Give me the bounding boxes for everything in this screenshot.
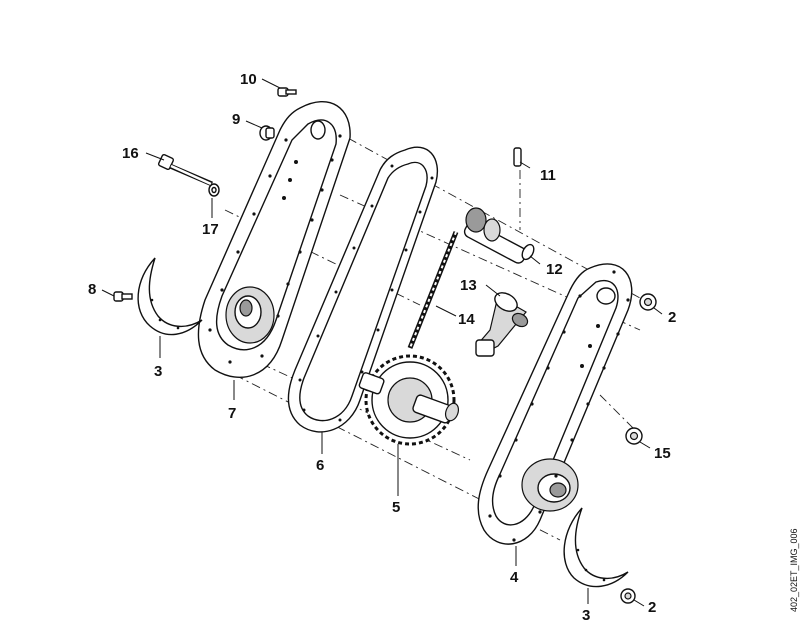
callout-10: 10 — [240, 71, 257, 88]
callout-2-bottom: 2 — [648, 599, 656, 616]
callout-17: 17 — [202, 221, 219, 238]
callout-2-top: 2 — [668, 309, 676, 326]
crescent-guard-left — [137, 257, 203, 336]
callout-12: 12 — [546, 261, 563, 278]
callout-8: 8 — [88, 281, 96, 298]
screw-10 — [277, 87, 297, 97]
chain-case-cover-left — [197, 101, 351, 379]
callout-9: 9 — [232, 111, 240, 128]
callout-3-left: 3 — [154, 363, 162, 380]
tensioner-arm — [475, 292, 529, 357]
chain-case-housing-right — [477, 263, 633, 545]
drive-chain — [407, 231, 459, 349]
nut-2-top — [639, 293, 657, 311]
callout-13: 13 — [460, 277, 477, 294]
image-code-label: 402_02ET_IMG_006 — [789, 528, 799, 612]
hardware — [113, 87, 657, 604]
nut-9 — [259, 125, 275, 141]
callout-7: 7 — [228, 405, 236, 422]
callout-4: 4 — [510, 569, 519, 586]
callout-labels: 10 9 16 17 8 3 7 6 11 12 13 14 2 5 15 4 … — [88, 71, 676, 624]
chain-case-gasket — [287, 146, 438, 433]
washer-17 — [208, 183, 220, 197]
callout-15: 15 — [654, 445, 671, 462]
callout-5: 5 — [392, 499, 400, 516]
sprocket-shaft — [358, 354, 460, 446]
callout-11: 11 — [540, 167, 556, 184]
callout-3-right: 3 — [582, 607, 590, 624]
screw-8 — [113, 291, 133, 302]
nut-15 — [625, 427, 643, 445]
crescent-guard-right — [563, 507, 629, 588]
leader-lines — [101, 78, 663, 607]
upper-shaft — [463, 207, 535, 264]
pin — [513, 147, 522, 167]
bolt-16 — [157, 153, 213, 187]
callout-6: 6 — [316, 457, 324, 474]
callout-14: 14 — [458, 311, 475, 328]
callout-16: 16 — [122, 145, 139, 162]
nut-2-bottom — [620, 588, 636, 604]
